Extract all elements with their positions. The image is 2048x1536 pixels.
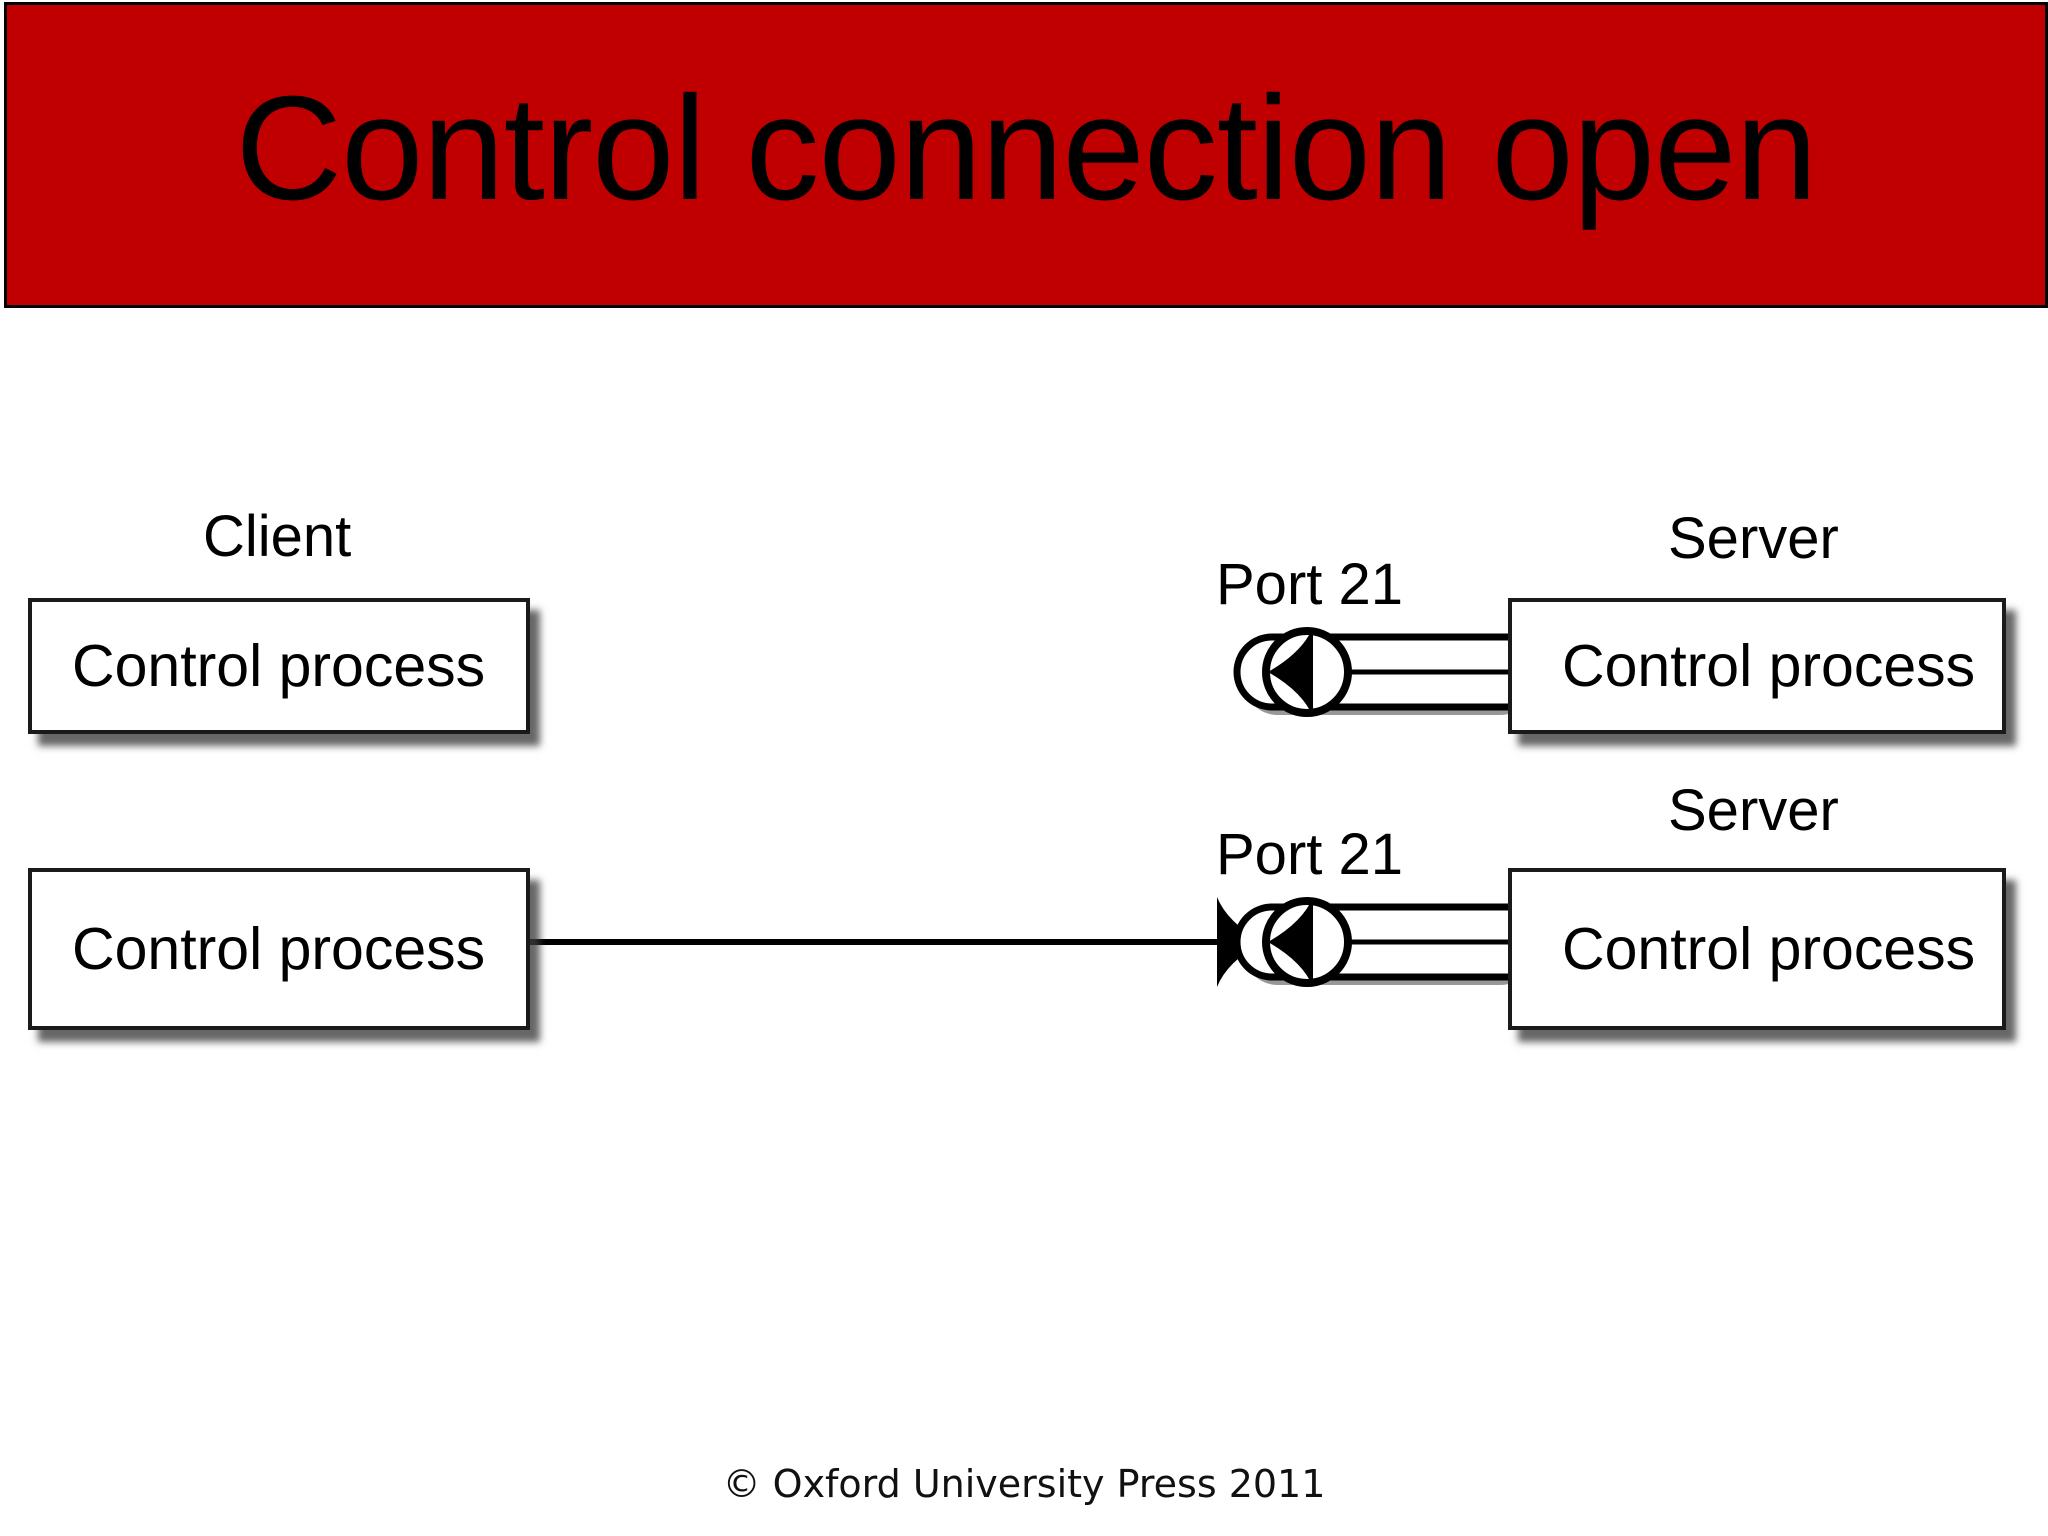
- server-control-process-box-row2: Control process: [1508, 868, 2006, 1030]
- client-label: Client: [203, 504, 352, 569]
- server-label-row2: Server: [1668, 778, 1839, 843]
- port-label-row2: Port 21: [1216, 822, 1403, 887]
- server-control-process-box-row1: Control process: [1508, 598, 2006, 734]
- server-label-row1: Server: [1668, 506, 1839, 571]
- port-pill-1: [1233, 633, 1547, 711]
- page-title: Control connection open: [235, 66, 1817, 231]
- client-control-process-label-row2: Control process: [72, 915, 486, 982]
- connection-arrowhead-right: [1217, 897, 1262, 987]
- port-arrowhead-left-2: [1268, 897, 1313, 987]
- port-symbol-shadow-2: [1243, 915, 1535, 985]
- port-arrowhead-left-1: [1268, 627, 1313, 717]
- client-control-process-label-row1: Control process: [72, 632, 486, 699]
- client-control-process-box-row2: Control process: [28, 868, 530, 1030]
- port-pill-2: [1233, 903, 1547, 981]
- slide-title-banner: Control connection open: [4, 2, 2048, 308]
- port-socket-circle-2: [1262, 897, 1352, 987]
- client-control-process-box-row1: Control process: [28, 598, 530, 734]
- port-symbol-shadow-1: [1243, 645, 1535, 715]
- server-control-process-label-row1: Control process: [1562, 632, 1976, 699]
- port-label-row1: Port 21: [1216, 552, 1403, 617]
- server-control-process-label-row2: Control process: [1562, 915, 1976, 982]
- port-socket-circle-1: [1262, 627, 1352, 717]
- copyright-credit: © Oxford University Press 2011: [722, 1462, 1326, 1506]
